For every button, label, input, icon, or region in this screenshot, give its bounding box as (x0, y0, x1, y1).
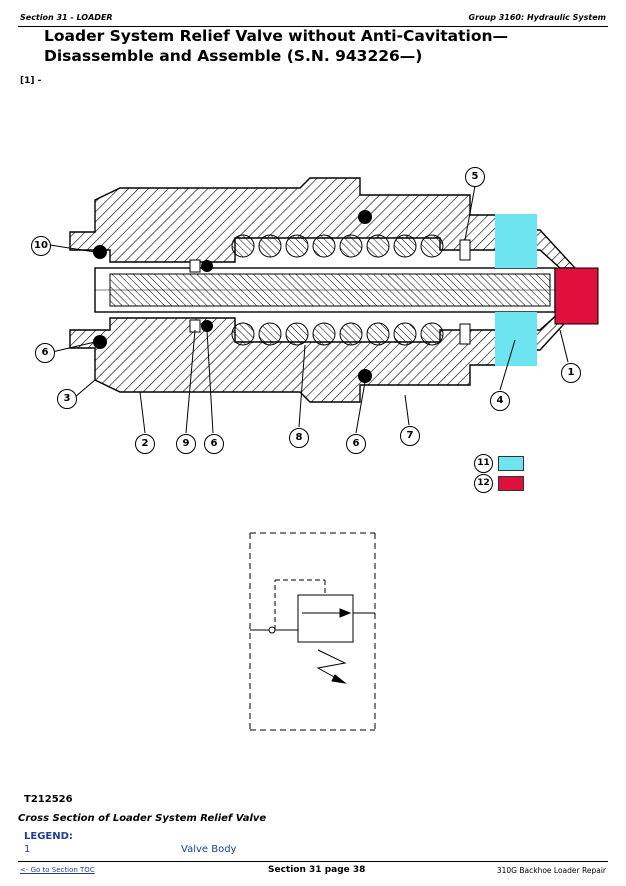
page-footer: <- Go to Section TOC Section 31 page 38 … (18, 861, 608, 878)
spring-coils-lower (231, 322, 444, 346)
color-key-11: 11 (474, 454, 534, 473)
section-toc-link[interactable]: <- Go to Section TOC (20, 866, 95, 874)
cyan-swatch (498, 456, 524, 471)
callout-12: 12 (474, 474, 493, 493)
callout-8: 8 (289, 428, 309, 448)
color-key-12: 12 (474, 474, 534, 493)
callout-6-mid: 6 (204, 434, 224, 454)
spring-coils-upper (231, 234, 444, 258)
leader-lines (49, 185, 569, 434)
legend-item-number: 1 (24, 844, 31, 855)
callout-6-right: 6 (346, 434, 366, 454)
page-number: Section 31 page 38 (268, 865, 366, 875)
book-title: 310G Backhoe Loader Repair (496, 866, 606, 875)
backup-rings (189, 239, 471, 345)
relief-valve-schematic (249, 532, 376, 731)
section-label: Section 31 - LOADER (20, 13, 113, 22)
callouts-layer (0, 140, 626, 500)
callout-2: 2 (135, 434, 155, 454)
legend-heading: LEGEND: (24, 831, 73, 842)
callout-1: 1 (561, 363, 581, 383)
page-header: Section 31 - LOADER Group 3160: Hydrauli… (18, 10, 608, 27)
cyan-region-upper (495, 214, 537, 268)
reference-marker: [1] - (20, 76, 42, 86)
figure-caption: Cross Section of Loader System Relief Va… (18, 813, 267, 824)
callout-9: 9 (176, 434, 196, 454)
red-region (554, 267, 599, 325)
callout-10: 10 (31, 236, 51, 256)
callout-6-left: 6 (35, 343, 55, 363)
legend-item-text: Valve Body (181, 844, 237, 855)
callout-11: 11 (474, 454, 493, 473)
relief-valve-cross-section (49, 177, 599, 434)
cyan-region-lower (495, 312, 537, 366)
red-swatch (498, 476, 524, 491)
o-rings (93, 210, 372, 383)
callout-7: 7 (400, 426, 420, 446)
poppet-stem (94, 267, 556, 313)
callout-5: 5 (465, 167, 485, 187)
figure-id: T212526 (24, 794, 73, 805)
group-label: Group 3160: Hydraulic System (468, 13, 606, 22)
callout-3: 3 (57, 389, 77, 409)
page-title: Loader System Relief Valve without Anti-… (44, 27, 509, 65)
callout-4: 4 (490, 391, 510, 411)
